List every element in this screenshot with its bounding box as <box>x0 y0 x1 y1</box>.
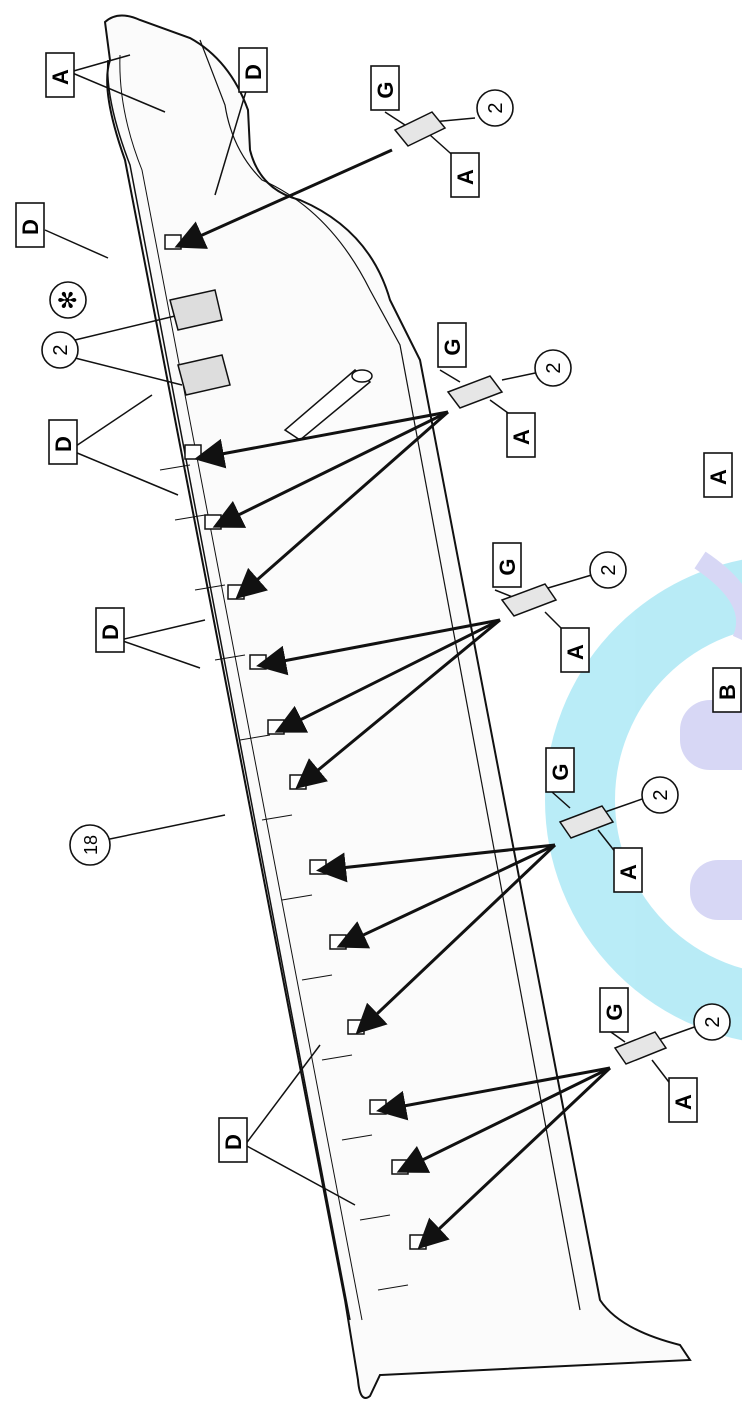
svg-text:2: 2 <box>50 344 72 355</box>
label-g: G <box>437 322 467 368</box>
label-g: G <box>599 987 629 1033</box>
svg-text:A: A <box>671 1094 696 1110</box>
label-a: A <box>45 52 75 98</box>
panel-ribs <box>159 464 409 1291</box>
svg-text:2: 2 <box>598 564 620 575</box>
svg-text:G: G <box>495 558 520 575</box>
svg-text:2: 2 <box>702 1016 724 1027</box>
svg-text:G: G <box>548 763 573 780</box>
label-a: A <box>613 847 643 893</box>
label-g: G <box>370 65 400 111</box>
label-boxes-a: A A A A A A A <box>45 52 733 1123</box>
label-a: A <box>703 452 733 498</box>
asterisk-callout: ✻ <box>49 281 87 319</box>
svg-text:G: G <box>373 81 398 98</box>
svg-text:D: D <box>241 64 266 80</box>
label-a: A <box>450 152 480 198</box>
label-a: A <box>506 412 536 458</box>
label-d: D <box>238 47 268 93</box>
installation-arrows <box>174 148 612 1250</box>
svg-text:A: A <box>48 69 73 85</box>
svg-text:✻: ✻ <box>55 290 82 310</box>
svg-text:2: 2 <box>485 102 507 113</box>
svg-text:G: G <box>440 338 465 355</box>
label-a: A <box>668 1077 698 1123</box>
label-boxes-g: G G G G G <box>370 65 629 1033</box>
label-g: G <box>545 747 575 793</box>
svg-text:18: 18 <box>81 835 101 855</box>
svg-text:A: A <box>453 169 478 185</box>
callout-2: 2 <box>41 331 79 369</box>
label-d: D <box>15 202 45 248</box>
svg-text:B: B <box>715 684 740 700</box>
label-g: G <box>492 542 522 588</box>
svg-text:A: A <box>563 644 588 660</box>
callout-2: 2 <box>589 551 627 589</box>
label-d: D <box>218 1117 248 1163</box>
label-a: A <box>560 627 590 673</box>
callouts-2: 2 2 2 2 2 2 <box>41 89 731 1041</box>
label-d: D <box>95 607 125 653</box>
svg-text:D: D <box>221 1134 246 1150</box>
label-d: D <box>48 419 78 465</box>
part-callout-18: 18 <box>69 824 111 866</box>
callout-2: 2 <box>693 1003 731 1041</box>
callout-2: 2 <box>641 776 679 814</box>
label-boxes-d: D D D D D <box>15 47 268 1163</box>
svg-text:D: D <box>98 624 123 640</box>
svg-text:2: 2 <box>543 362 565 373</box>
svg-text:G: G <box>602 1003 627 1020</box>
callout-2: 2 <box>534 349 572 387</box>
svg-text:A: A <box>616 864 641 880</box>
callout-2: 2 <box>476 89 514 127</box>
label-b: B <box>712 667 742 713</box>
svg-text:D: D <box>51 436 76 452</box>
watermark-logo <box>545 551 742 1041</box>
svg-text:A: A <box>509 429 534 445</box>
svg-text:A: A <box>706 469 731 485</box>
loose-clips <box>393 111 668 1065</box>
svg-text:D: D <box>18 219 43 235</box>
trim-panel <box>103 14 692 1399</box>
svg-text:2: 2 <box>650 789 672 800</box>
installed-clips <box>169 289 231 396</box>
